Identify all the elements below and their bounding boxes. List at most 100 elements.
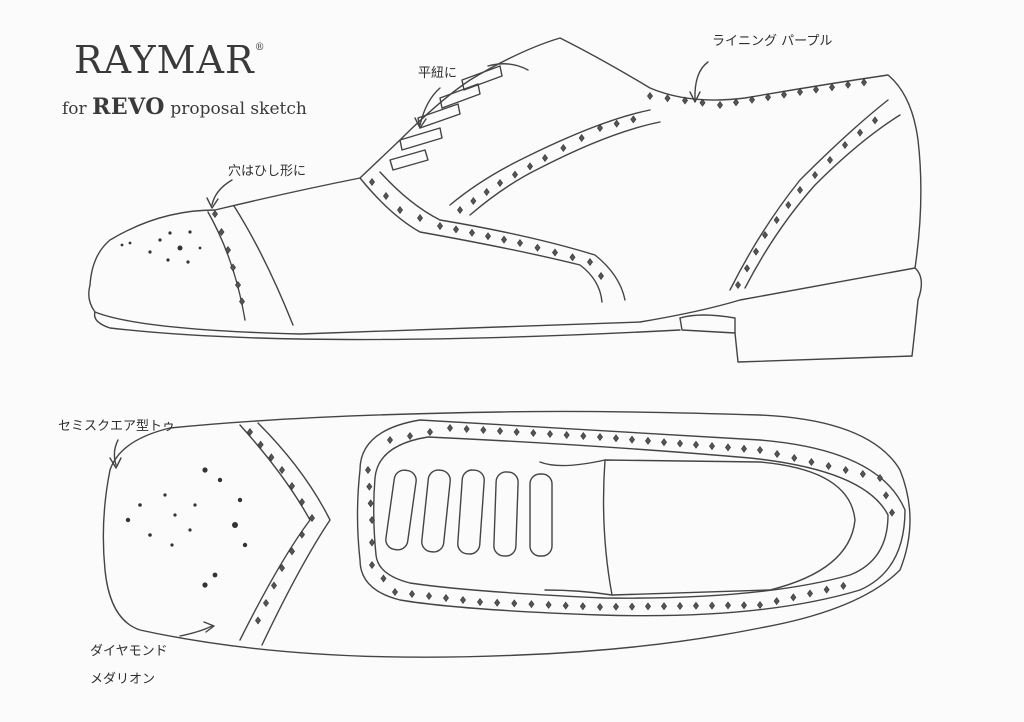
diamond-perforation <box>512 170 518 179</box>
diamond-perforation <box>225 245 231 255</box>
note-diamond: ダイヤモンド <box>90 644 168 659</box>
diamond-perforation <box>409 589 415 599</box>
diamond-perforation <box>709 601 715 610</box>
diamond-perforation <box>823 585 830 594</box>
diamond-perforation <box>785 200 792 210</box>
diamond-perforation <box>497 178 503 188</box>
diamond-perforation <box>369 538 375 547</box>
diamond-perforation <box>645 436 651 445</box>
diamond-perforation <box>463 424 470 434</box>
diamond-perforation <box>774 449 781 459</box>
diamond-perforation <box>889 508 895 517</box>
diamond-perforation <box>279 563 285 573</box>
diamond-perforation <box>677 601 683 611</box>
diamond-perforation <box>829 83 835 92</box>
diamond-perforation <box>392 587 398 597</box>
diamond-perforation <box>497 426 503 436</box>
shoe-side-view <box>88 37 923 363</box>
diamond-perforation <box>597 602 603 612</box>
diamond-perforation <box>613 602 619 611</box>
diamond-perforation <box>757 600 763 610</box>
diamond-perforation <box>857 128 863 137</box>
diamond-perforation <box>765 93 771 102</box>
note-semi-square-toe: セミスクエア型トゥ <box>58 419 176 434</box>
diamond-perforation <box>470 196 477 206</box>
diamond-perforation <box>733 98 739 107</box>
diamond-perforation <box>407 431 413 441</box>
diamond-perforation <box>230 263 236 272</box>
diamond-perforation <box>861 78 867 87</box>
diamond-perforation <box>578 133 585 143</box>
diamond-perforation <box>530 428 537 438</box>
diamond-perforation <box>511 599 518 608</box>
diamond-perforation <box>717 100 723 110</box>
diamond-perforation <box>309 513 315 523</box>
diamond-perforation <box>369 515 375 525</box>
diamond-perforation <box>587 257 593 267</box>
diamond-perforation <box>212 209 218 219</box>
diamond-perforation <box>757 445 763 455</box>
note-flat-laces: 平紐に <box>418 66 458 81</box>
diamond-perforation <box>725 601 731 610</box>
diamond-perforation <box>827 155 833 165</box>
brand-logo: RAYMAR® <box>74 38 266 82</box>
subtitle-brand: REVO <box>92 94 165 120</box>
diamond-perforation <box>813 85 819 94</box>
brand-subtitle: for REVO proposal sketch <box>62 94 307 120</box>
diamond-perforation <box>790 593 797 602</box>
diamond-perforation <box>483 187 490 197</box>
diamond-perforation <box>645 602 651 611</box>
diamond-perforation <box>613 434 619 443</box>
diamond-perforation <box>437 221 443 231</box>
diamond-perforation <box>369 177 375 187</box>
diamond-perforation <box>552 248 558 257</box>
diamond-perforation <box>699 98 706 107</box>
diamond-perforation <box>387 435 393 445</box>
diamond-perforation <box>279 465 285 475</box>
diamond-perforation <box>693 440 699 449</box>
diamond-perforation <box>845 80 851 89</box>
diamond-perforation <box>501 235 507 244</box>
diamond-perforation <box>218 227 225 237</box>
diamond-perforation <box>677 439 683 448</box>
subtitle-suffix: proposal sketch <box>170 99 307 119</box>
diamond-perforation <box>682 96 688 105</box>
diamond-perforation <box>797 87 803 97</box>
diamond-perforation <box>369 560 375 570</box>
diamond-perforation <box>825 461 832 471</box>
diamond-perforation <box>749 95 755 104</box>
diamond-perforation <box>367 499 374 508</box>
note-medallion: メダリオン <box>90 672 156 687</box>
diamond-perforation <box>735 280 741 290</box>
diamond-perforation <box>528 600 535 609</box>
diamond-perforation <box>460 595 466 605</box>
registered-mark: ® <box>254 42 266 53</box>
diamond-perforation <box>753 247 759 256</box>
diamond-perforation <box>380 574 387 583</box>
diamond-perforation <box>781 90 787 99</box>
diamond-perforation <box>840 581 847 590</box>
diamond-perforation <box>542 153 548 163</box>
diamond-perforation <box>513 427 520 437</box>
diamond-perforation <box>773 597 780 606</box>
diamond-perforation <box>808 457 815 467</box>
diamond-perforation <box>791 453 798 463</box>
diamond-perforation <box>426 591 432 601</box>
diamond-perforation <box>647 91 653 101</box>
diamond-perforation <box>569 253 576 262</box>
diamond-perforation <box>661 438 667 447</box>
annotation-arrows <box>109 61 709 637</box>
diamond-perforation <box>812 170 818 180</box>
diamond-perforation <box>842 465 849 475</box>
diamond-perforation <box>762 230 768 240</box>
diamond-perforation <box>693 601 699 610</box>
diamond-perforation <box>629 602 635 611</box>
diamond-perforation <box>545 600 552 609</box>
diamond-perforation <box>661 602 667 611</box>
diamond-perforation <box>453 225 459 234</box>
diamond-perforation <box>457 205 463 215</box>
diamond-perforation <box>517 238 523 248</box>
diamond-perforation <box>613 119 620 128</box>
subtitle-prefix: for <box>62 99 87 119</box>
